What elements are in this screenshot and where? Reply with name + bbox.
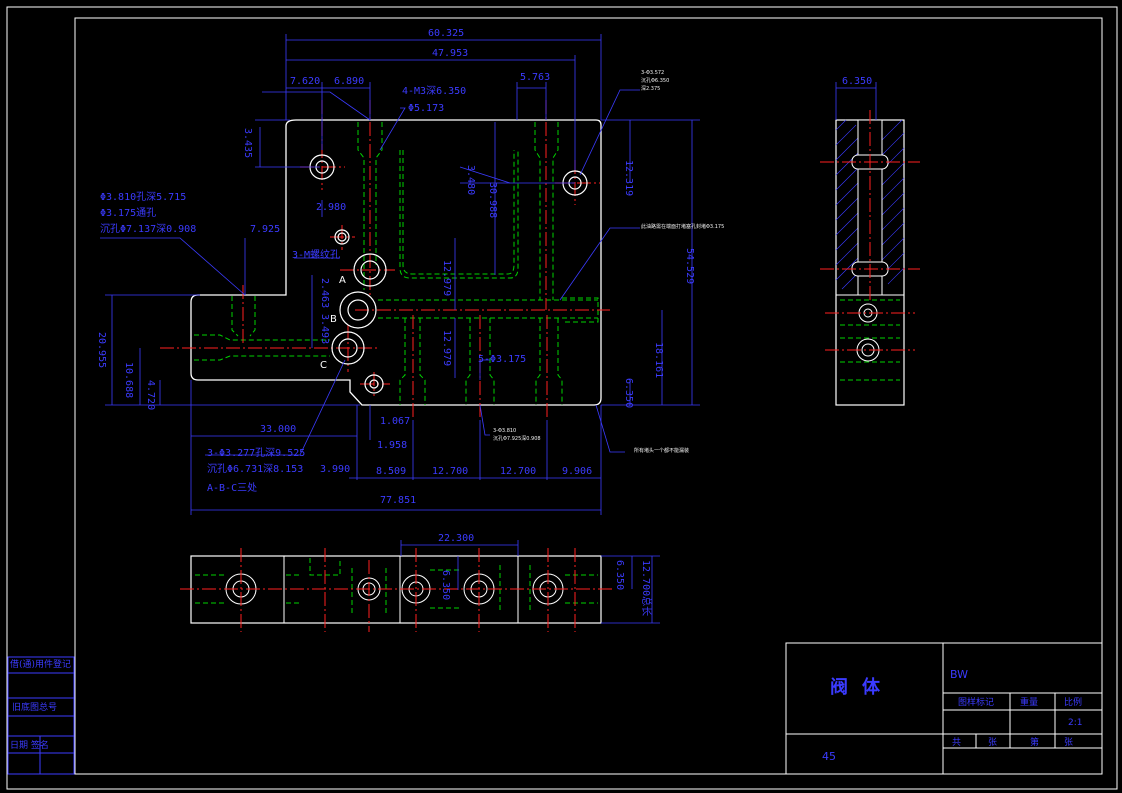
bottom-view: 22.300 6.350 6.350 12.700总长 — [180, 533, 660, 632]
dim-20-955: 20.955 — [96, 332, 107, 368]
dim-60-325: 60.325 — [428, 28, 464, 39]
callout-small-5: 沉孔Φ7.925深0.908 — [493, 435, 541, 442]
dim-3-435: 3.435 — [242, 128, 253, 158]
callout-bottom-3: A-B-C三处 — [207, 482, 257, 494]
dim-1-958: 1.958 — [377, 440, 407, 451]
bottom-dim-6-350-right: 6.350 — [614, 560, 625, 590]
title-footer-4: 张 — [1064, 737, 1073, 748]
point-label-b: B — [330, 314, 337, 325]
dim-10-688: 10.688 — [123, 362, 134, 398]
bottom-dim-6-350-mid: 6.350 — [440, 570, 451, 600]
dim-3-493: 3.493 — [319, 314, 330, 344]
dim-12-979-b: 12.979 — [441, 330, 452, 366]
callout-left-3: 沉孔Φ7.137深0.908 — [100, 222, 196, 235]
dim-2-980: 2.980 — [316, 202, 346, 213]
dim-12-700-b: 12.700 — [500, 466, 536, 477]
dim-8-509: 8.509 — [376, 466, 406, 477]
dim-54-529: 54.529 — [684, 248, 695, 284]
point-label-a: A — [339, 275, 346, 286]
title-header-scale: 比例 — [1064, 696, 1082, 708]
dim-4-720: 4.720 — [145, 380, 156, 410]
title-footer-2: 张 — [988, 737, 997, 748]
sheet-frame — [6, 6, 1118, 790]
side-table-row-3: 日期 签名 — [10, 739, 49, 751]
dim-5-763: 5.763 — [520, 72, 550, 83]
note-all-plugs: 所有堵头一个都不能漏装 — [634, 447, 689, 454]
callout-left-1: Φ3.810孔深5.715 — [100, 191, 186, 203]
callout-bottom-1: 3-Φ3.277孔深9.525 — [207, 447, 305, 459]
callout-5-dia: 5-Φ3.175 — [478, 354, 526, 365]
dim-2-463: 2.463 — [319, 278, 330, 308]
title-footer-1: 共 — [952, 737, 961, 748]
side-record-table: 借(通)用件登记 旧底图总号 日期 签名 — [7, 656, 75, 775]
dim-7-925: 7.925 — [250, 224, 280, 235]
bottom-dim-12-700: 12.700总长 — [640, 560, 653, 616]
side-view: 6.350 — [820, 76, 920, 406]
callout-thread: 3-M螺纹孔 — [292, 248, 340, 261]
front-view-hidden-lines — [194, 122, 599, 405]
dim-9-906: 9.906 — [562, 466, 592, 477]
front-view-dimension-lines — [100, 34, 700, 515]
dim-6-350: 6.350 — [623, 378, 634, 408]
dim-12-319: 12.319 — [623, 160, 634, 196]
title-header-weight: 重量 — [1020, 696, 1038, 708]
side-dim-6-350: 6.350 — [842, 76, 872, 87]
callout-bottom-2: 沉孔Φ6.731深8.153 — [207, 462, 303, 475]
dim-3-480: 3.480 — [465, 165, 476, 195]
dim-12-979-a: 12.979 — [441, 260, 452, 296]
front-view-dimension-texts: 60.325 47.953 7.620 6.890 5.763 4-M3深6.3… — [96, 28, 724, 506]
dim-33-000: 33.000 — [260, 424, 296, 435]
callout-dia-5-173: Φ5.173 — [408, 103, 444, 114]
callout-left-2: Φ3.175通孔 — [100, 207, 156, 219]
title-block: 阀体 BW 45 图样标记 重量 比例 2:1 共 张 第 张 — [785, 642, 1103, 775]
bottom-dim-22-300: 22.300 — [438, 533, 474, 544]
callout-small-4: 3-Φ3.810 — [493, 428, 516, 434]
front-view: 60.325 47.953 7.620 6.890 5.763 4-M3深6.3… — [96, 28, 724, 515]
title-footer-3: 第 — [1030, 736, 1039, 748]
dim-1-067: 1.067 — [380, 416, 410, 427]
note-plug-channel: 此油路需在端面打堵塞孔封堵Φ3.175 — [641, 223, 724, 230]
side-table-row-2: 旧底图总号 — [12, 701, 57, 713]
front-view-holes — [309, 154, 588, 394]
dim-7-620: 7.620 — [290, 76, 320, 87]
callout-small-1: 3-Φ3.572 — [641, 70, 664, 76]
side-table-row-1: 借(通)用件登记 — [10, 658, 71, 670]
callout-small-3: 深2.375 — [641, 85, 660, 92]
title-material: 45 — [822, 750, 836, 763]
dim-77-851: 77.851 — [380, 495, 416, 506]
callout-4-m3: 4-M3深6.350 — [402, 85, 466, 97]
front-view-center-lines — [160, 100, 610, 420]
front-view-outline — [190, 119, 602, 406]
dim-30-988: 30.988 — [487, 182, 498, 218]
dim-18-161: 18.161 — [653, 342, 664, 378]
title-scale-value: 2:1 — [1068, 718, 1082, 728]
dim-12-700-a: 12.700 — [432, 466, 468, 477]
callout-small-2: 沉孔Φ6.350 — [641, 77, 669, 84]
dim-3-990: 3.990 — [320, 464, 350, 475]
dim-6-890: 6.890 — [334, 76, 364, 87]
title-designer-code: BW — [950, 668, 968, 681]
point-label-c: C — [320, 360, 327, 371]
dim-47-953: 47.953 — [432, 48, 468, 59]
title-header-mark: 图样标记 — [958, 696, 994, 708]
title-part-name: 阀体 — [830, 676, 894, 698]
